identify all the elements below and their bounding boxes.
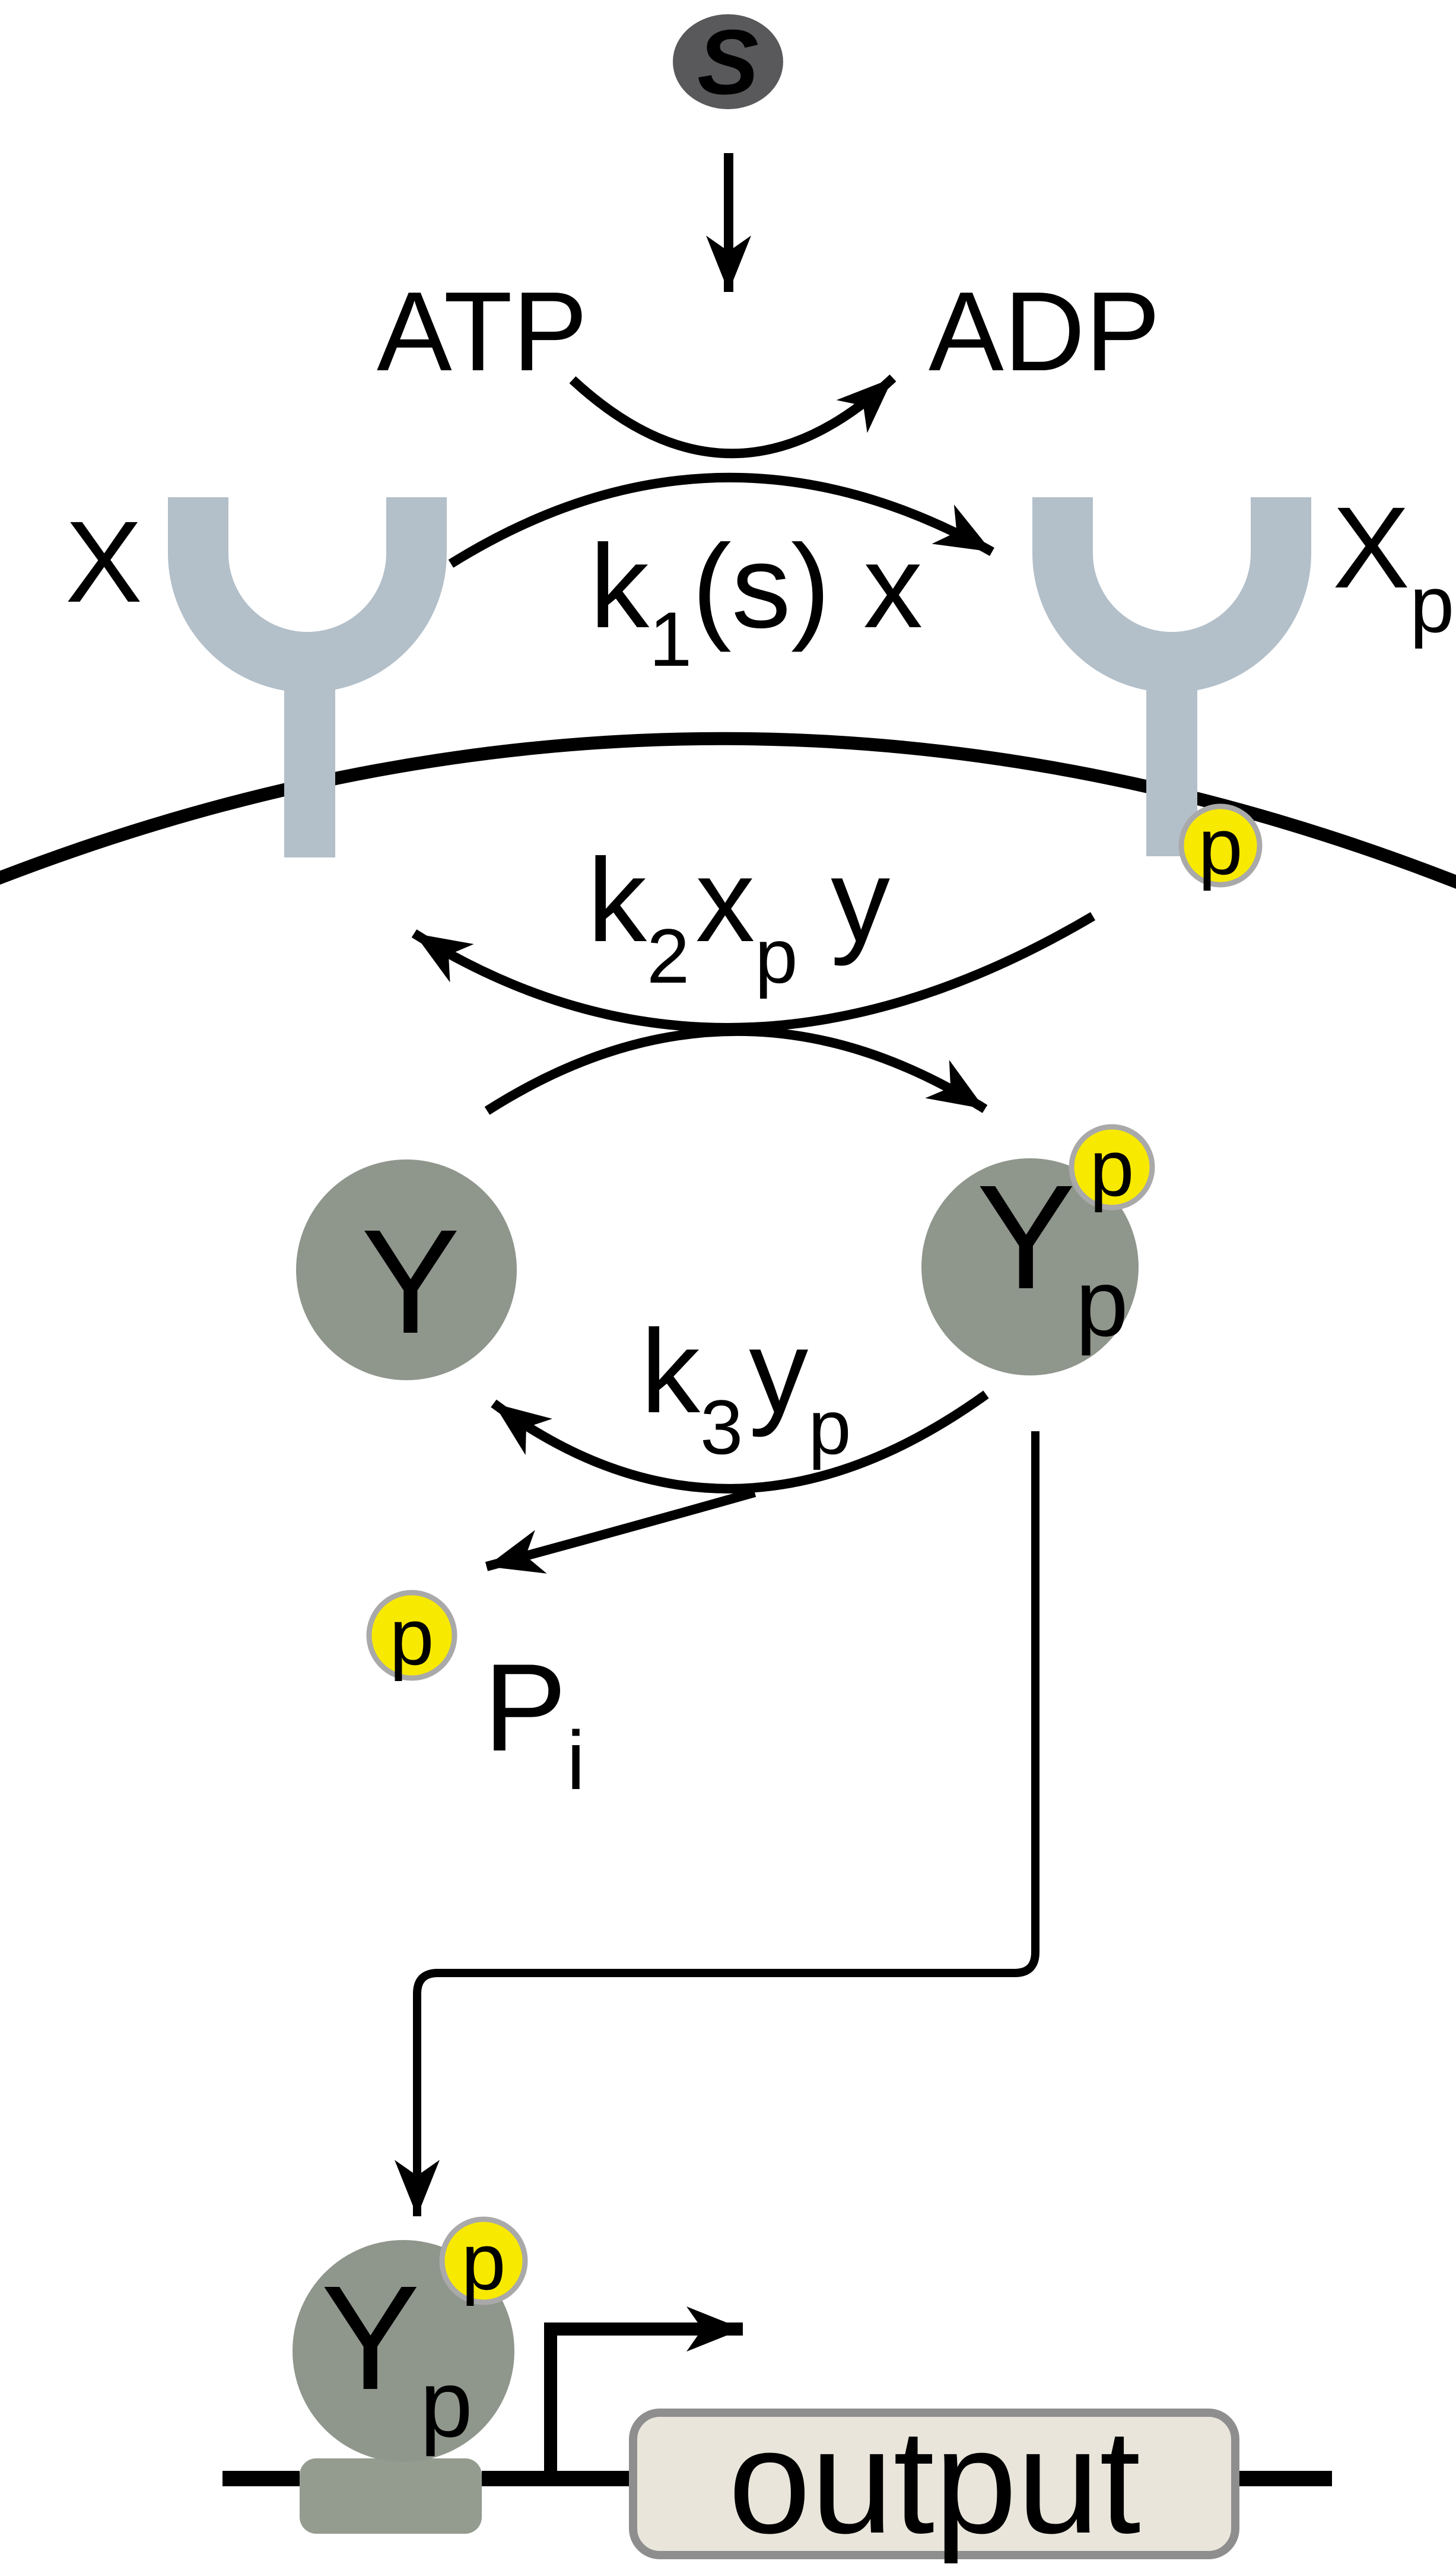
receptor-x-label: X — [65, 497, 142, 627]
protein-y-node — [296, 1159, 517, 1380]
pi-label: Pi — [484, 1638, 585, 1807]
k3-arrow-to-y — [491, 1390, 989, 1494]
protein-yp-label: Yp — [977, 1154, 1128, 1356]
k2-arrow-to-yp — [484, 1026, 988, 1115]
receptor-x-cup — [168, 497, 447, 692]
k3-rate-label: k3yp — [641, 1305, 851, 1470]
transcription-start-arrow — [544, 2306, 743, 2479]
phosphate-badge-pi-letter: p — [389, 1592, 434, 1682]
k1-rate-label: k1(s) x — [590, 520, 923, 682]
adp-label: ADP — [929, 269, 1161, 395]
phosphate-badge-xp: p — [1178, 802, 1263, 891]
output-label: output — [728, 2398, 1140, 2564]
k2-rate-label: k2xp y — [587, 834, 890, 999]
receptor-xp — [1032, 497, 1311, 856]
receptor-x — [168, 497, 447, 857]
protein-yp-bound-label: Yp — [321, 2255, 473, 2457]
atp-adp-arrow — [569, 374, 897, 459]
yp-to-gene-connector-arrow — [395, 1431, 1039, 2216]
phosphate-badge-xp-letter: p — [1198, 802, 1242, 891]
receptor-xp-label: Xp — [1333, 483, 1454, 649]
phosphorylation-arrow — [448, 472, 994, 568]
atp-label: ATP — [377, 269, 587, 395]
phosphate-badge-yp: p — [1069, 1123, 1155, 1213]
k3-arrow-to-pi — [485, 1488, 756, 1574]
signal-s-label: S — [697, 11, 758, 113]
phosphate-badge-yp-letter: p — [1089, 1123, 1134, 1213]
receptor-x-stem — [284, 662, 335, 857]
promoter-box — [300, 2458, 482, 2534]
receptor-xp-cup — [1032, 497, 1311, 692]
phosphate-badge-yp-bound-letter: p — [461, 2217, 506, 2306]
protein-y-label: Y — [361, 1199, 460, 1364]
phosphate-badge-pi: p — [366, 1590, 457, 1682]
phosphate-badge-yp-bound: p — [439, 2216, 528, 2306]
signal-s-node — [673, 14, 783, 109]
output-box — [629, 2409, 1239, 2559]
protein-yp-node — [921, 1158, 1139, 1375]
